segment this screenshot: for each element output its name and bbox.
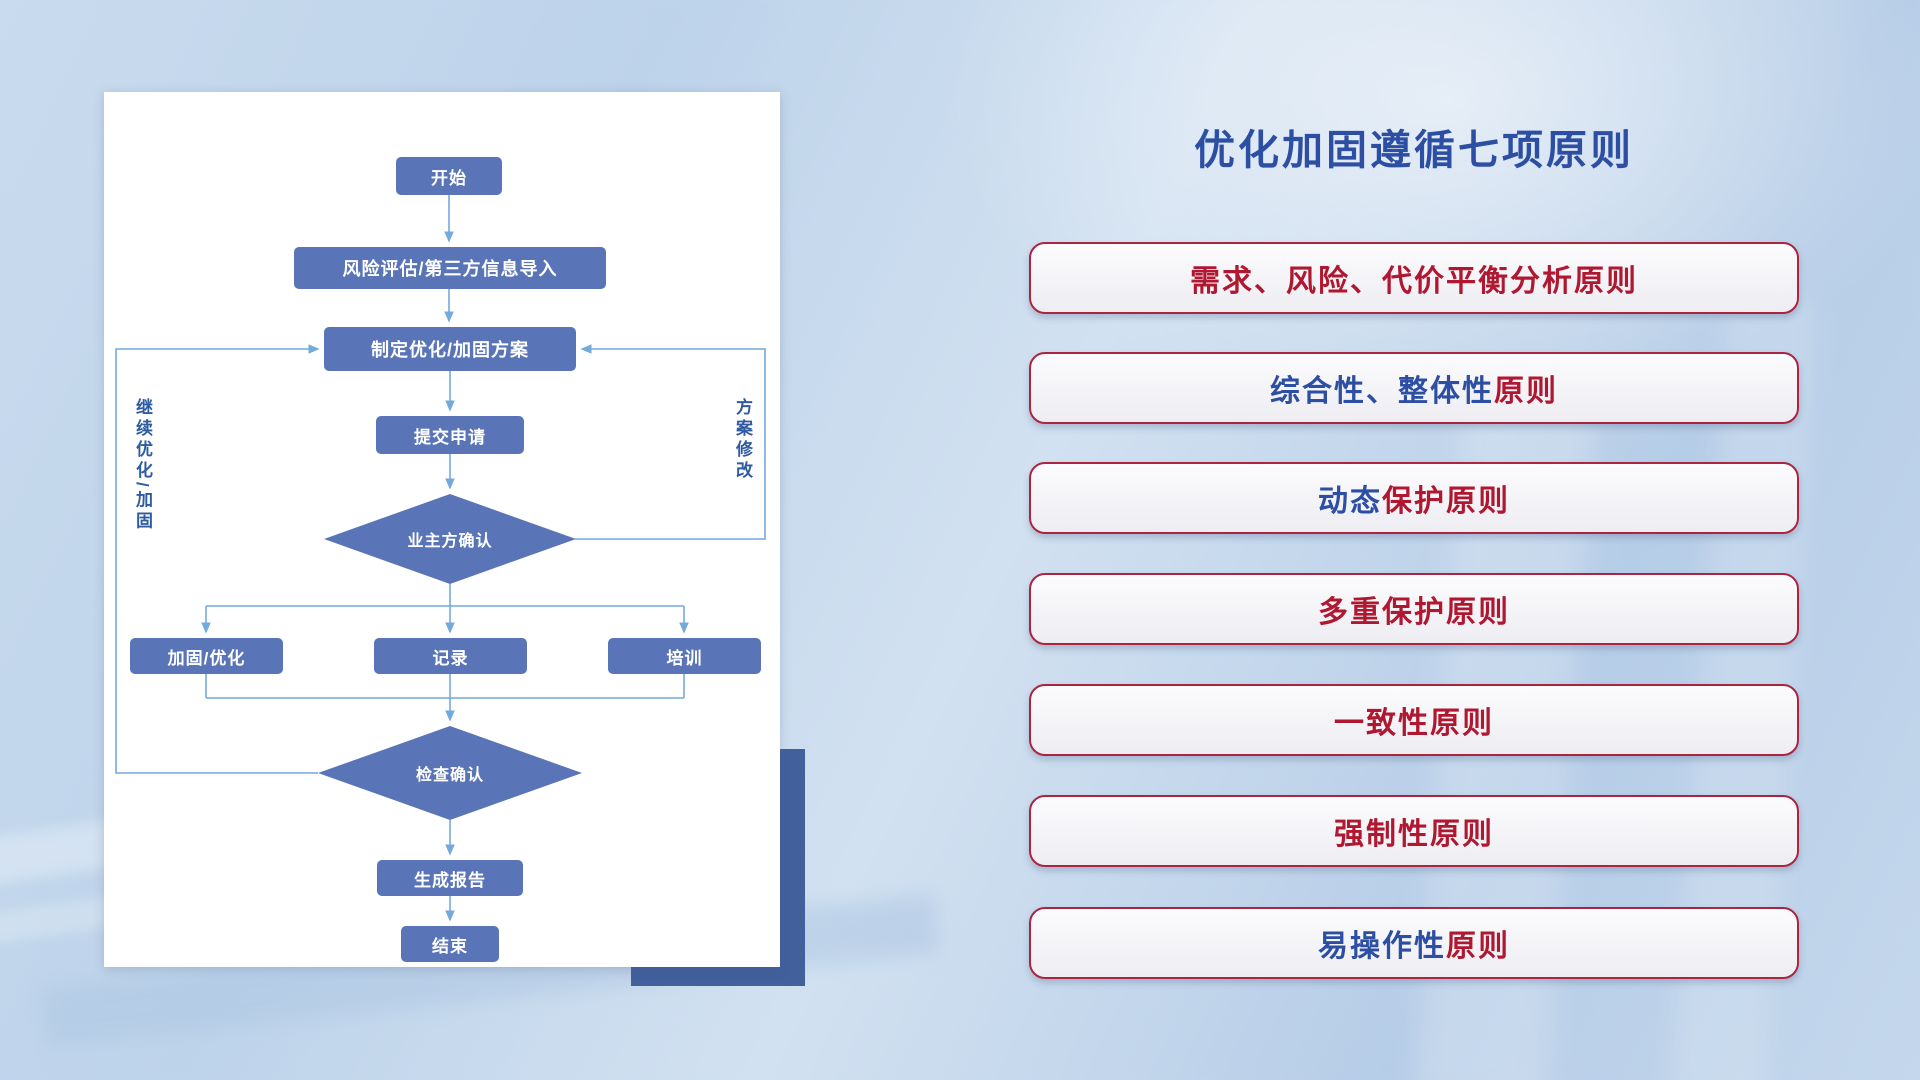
principle-item-comprehensive: 综合性、整体性原则 — [1029, 352, 1799, 424]
flowchart-card: 开始 风险评估/第三方信息导入 制定优化/加固方案 提交申请 业主方确认 加固/… — [104, 92, 780, 967]
flow-node-training: 培训 — [608, 638, 761, 674]
flow-label-continue-optimize: 继续优化/加固 — [133, 398, 152, 533]
principle-item-operability: 易操作性原则 — [1029, 907, 1799, 979]
principle-text-blue: 易操作性 — [1318, 930, 1446, 963]
principle-text-red: 原则 — [1494, 375, 1558, 408]
flow-node-end: 结束 — [401, 926, 499, 962]
flow-node-start: 开始 — [396, 157, 502, 195]
principle-text-red: 一致性原则 — [1334, 707, 1494, 740]
principle-item-balance-analysis: 需求、风险、代价平衡分析原则 — [1029, 242, 1799, 314]
flow-node-generate-report: 生成报告 — [377, 860, 523, 896]
principle-item-dynamic-protection: 动态保护原则 — [1029, 462, 1799, 534]
principle-text-red: 原则 — [1446, 930, 1510, 963]
principle-text-red: 强制性原则 — [1334, 818, 1494, 851]
flow-node-make-plan: 制定优化/加固方案 — [324, 327, 576, 371]
principle-text-red: 需求、风险、代价平衡分析原则 — [1190, 265, 1638, 298]
flow-node-risk-assessment: 风险评估/第三方信息导入 — [294, 247, 606, 289]
principle-text-blue: 动态 — [1318, 485, 1382, 518]
principles-panel: 优化加固遵循七项原则 需求、风险、代价平衡分析原则 综合性、整体性原则 动态保护… — [1029, 0, 1799, 1080]
principle-text-blue: 综合性、整体性 — [1270, 375, 1494, 408]
principle-text-red: 多重保护原则 — [1318, 596, 1510, 629]
flow-label-plan-revision: 方案修改 — [733, 398, 752, 482]
flow-node-reinforce-optimize: 加固/优化 — [130, 638, 283, 674]
principle-item-consistency: 一致性原则 — [1029, 684, 1799, 756]
flowchart-connectors — [115, 195, 766, 922]
principle-item-multiple-protection: 多重保护原则 — [1029, 573, 1799, 645]
flow-node-submit-application: 提交申请 — [376, 416, 524, 454]
panel-title: 优化加固遵循七项原则 — [1194, 127, 1634, 173]
principle-text-red: 保护原则 — [1382, 485, 1510, 518]
principle-item-mandatory: 强制性原则 — [1029, 795, 1799, 867]
flow-node-record: 记录 — [374, 638, 527, 674]
